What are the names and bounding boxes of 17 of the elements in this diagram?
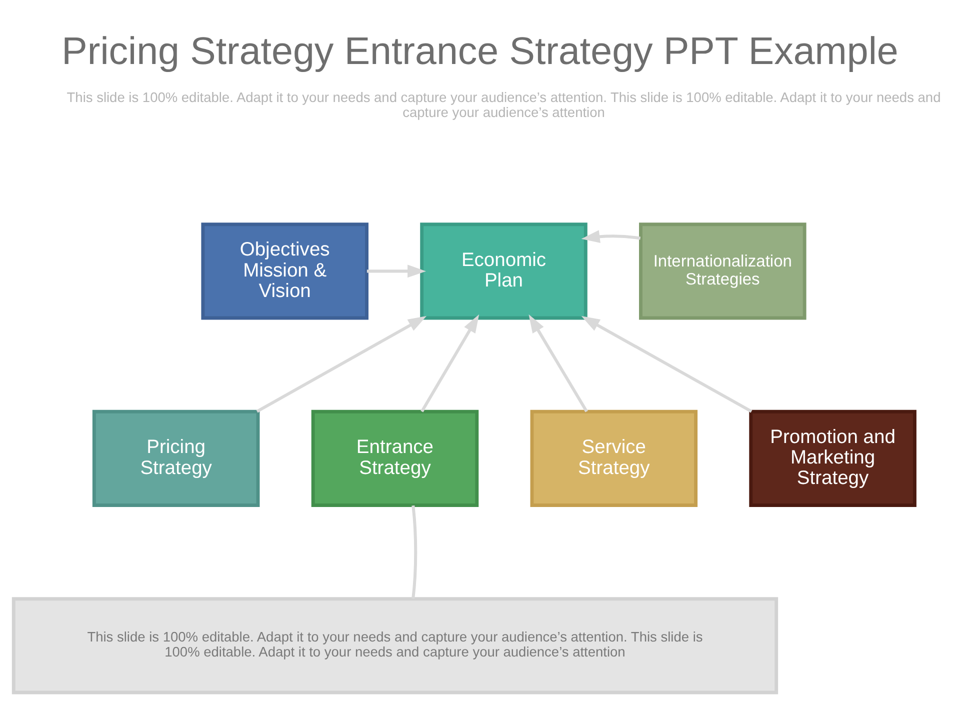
node-box: This slide is 100% editable. Adapt it to your needs and capture your audience’s attention. This slide is 100% editable. Adapt it to your needs and capture your audience’s attention bbox=[12, 597, 778, 694]
arrow bbox=[528, 314, 588, 412]
arrow bbox=[366, 264, 426, 278]
arrow bbox=[581, 230, 641, 243]
label: This slide is 100% editable. Adapt it to your needs and capture your audience’s attention. This slide is 100% editable. Adapt it to your needs and capture your audience’s attention bbox=[66, 90, 941, 120]
diagram-title: Pricing Strategy Entrance Strategy PPT Example bbox=[62, 30, 898, 73]
arrow bbox=[420, 314, 480, 412]
connector bbox=[412, 505, 418, 599]
node-box: Service Strategy bbox=[530, 410, 698, 507]
node-box: Objectives Mission & Vision bbox=[201, 222, 368, 320]
arrow bbox=[256, 316, 427, 413]
node-box: Promotion and Marketing Strategy bbox=[749, 410, 916, 507]
node-box: Internationalization Strategies bbox=[639, 222, 806, 320]
node-box: Entrance Strategy bbox=[311, 410, 479, 507]
arrow bbox=[581, 316, 752, 413]
node-box: Pricing Strategy bbox=[92, 410, 260, 507]
node-box: Economic Plan bbox=[420, 222, 588, 320]
